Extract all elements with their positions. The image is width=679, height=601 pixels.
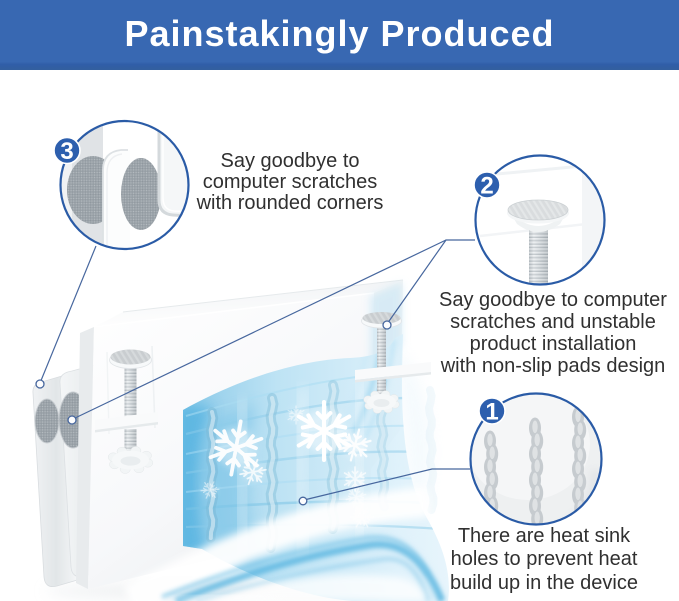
svg-text:1: 1 [485,399,498,426]
svg-text:2: 2 [480,173,493,200]
svg-text:3: 3 [60,138,73,165]
